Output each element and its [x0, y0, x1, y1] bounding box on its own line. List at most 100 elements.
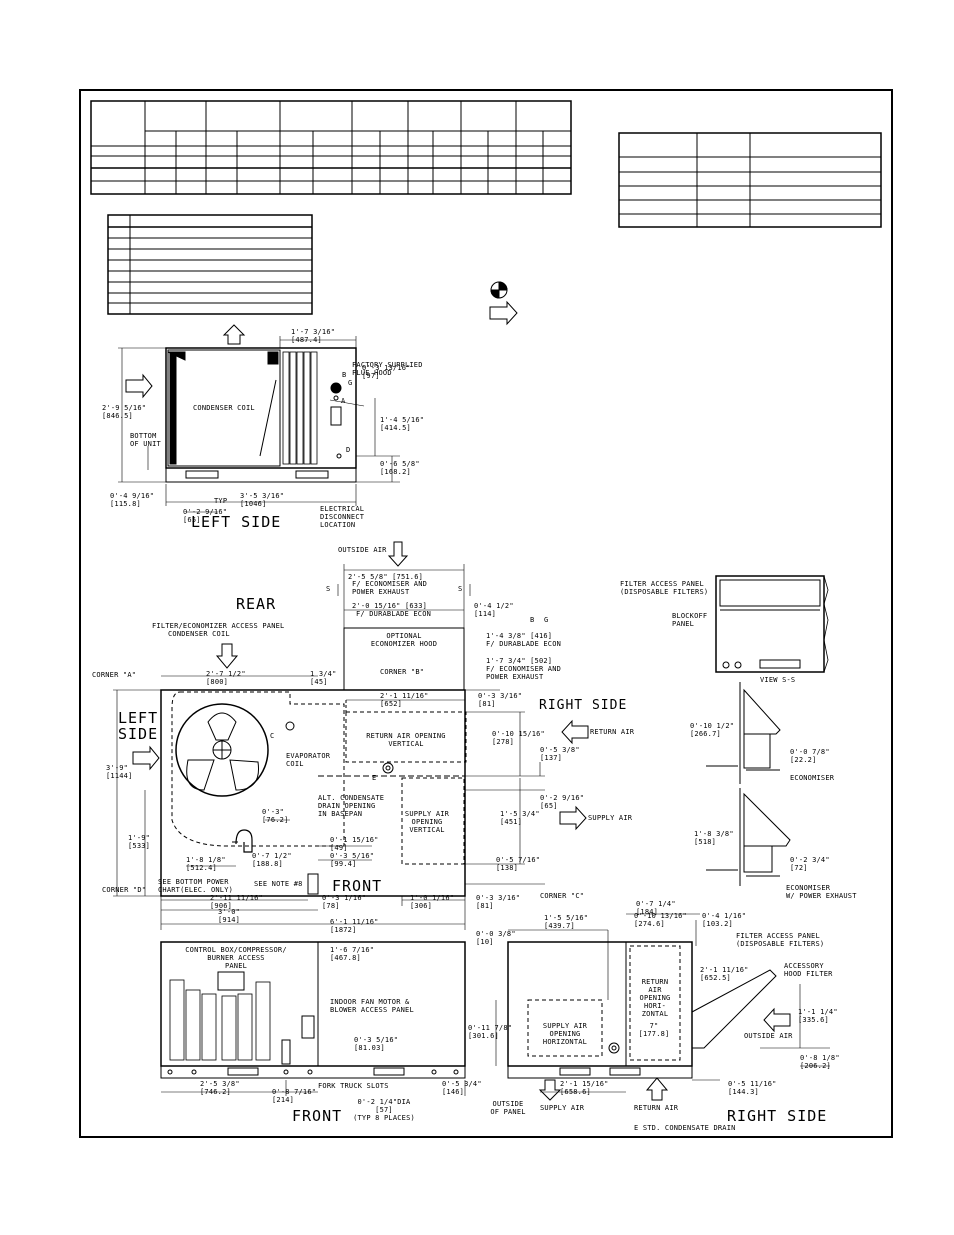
- plan-condenser-arrow: [215, 643, 239, 669]
- optional-econ-hood: OPTIONAL ECONOMIZER HOOD: [370, 632, 438, 648]
- section-s-left: S: [326, 585, 331, 593]
- filter-access-panel-label: FILTER ACCESS PANEL (DISPOSABLE FILTERS): [620, 580, 709, 596]
- dim-plan-17: 0'-3 3/16" [81]: [478, 692, 523, 708]
- front-right-dims: [161, 913, 830, 1096]
- dim-plan-22: 0'-5 7/16" [138]: [496, 856, 541, 872]
- supply-air-label: SUPPLY AIR: [588, 814, 633, 822]
- return-air-up-arrow: [645, 1077, 669, 1101]
- dim-plan-14: 2'-7 1/2" [800]: [206, 670, 246, 686]
- control-box-label: CONTROL BOX/COMPRESSOR/ BURNER ACCESS PA…: [185, 946, 287, 970]
- dim-plan-15: 1 3/4" [45]: [310, 670, 337, 686]
- dim-plan-34: 3'-0" [914]: [218, 908, 241, 924]
- dim-plan-23: 3'-9" [1144]: [106, 764, 133, 780]
- flue-hood-label: FACTORY SUPPLIED FLUE HOOD: [352, 361, 423, 377]
- view-ss: [715, 575, 829, 673]
- rear-title: REAR: [236, 595, 277, 613]
- condenser-coil-rear-label: CONDENSER COIL: [168, 630, 230, 638]
- front-title: FRONT: [292, 1107, 343, 1125]
- point-d: D: [346, 446, 351, 454]
- std-condensate-label: E STD. CONDENSATE DRAIN: [634, 1124, 736, 1132]
- drawing-frame: [79, 89, 893, 1138]
- point-a: A: [341, 397, 346, 405]
- fork-truck-label: FORK TRUCK SLOTS: [318, 1082, 389, 1090]
- supply-air-down-arrow: [538, 1079, 562, 1101]
- dim-right-52: 0'-5 11/16" [144.3]: [728, 1080, 777, 1096]
- supply-air-vertical-label: SUPPLY AIR OPENING VERTICAL: [404, 810, 450, 834]
- hood-filter-arrow: [763, 1007, 791, 1033]
- see-note-8-label: SEE NOTE #8: [254, 880, 303, 888]
- outside-air-label: OUTSIDE AIR: [338, 546, 387, 554]
- dim-econ-55: 1'-8 3/8" [518]: [694, 830, 734, 846]
- front-plan-title: FRONT: [332, 877, 383, 895]
- dim-left-4: 1'-4 5/16" [414.5]: [380, 416, 425, 432]
- legend-table: [107, 214, 313, 315]
- dim-right-48: 0'-11 7/8" [301.6]: [468, 1024, 513, 1040]
- dim-left-7: 3'-5 3/16" [1046]: [240, 492, 285, 508]
- dia-label: 0'-2 1/4"DIA [57] (TYP 8 PLACES): [353, 1098, 415, 1122]
- right-side-title: RIGHT SIDE: [727, 1107, 828, 1125]
- dim-right-42: 1'-5 5/16" [439.7]: [544, 914, 589, 930]
- corner-c-label: CORNER "C": [540, 892, 585, 900]
- point-b2: B: [530, 616, 535, 624]
- econ-power-label: F/ ECONOMISER AND POWER EXHAUST: [352, 580, 428, 596]
- bottom-of-unit-label: BOTTOM OF UNIT: [130, 432, 161, 448]
- dim-plan-24: 1'-9" [533]: [128, 834, 151, 850]
- dim-left-8: 0'-2 9/16" [65]: [183, 508, 228, 524]
- dim-econ-53: 0'-10 1/2" [266.7]: [690, 722, 735, 738]
- spec-table-top-left: [90, 100, 572, 195]
- cog-symbol: [490, 281, 508, 299]
- point-b: B: [342, 371, 347, 379]
- economiser-detail: [706, 682, 791, 886]
- dim-plan-25: 0'-3" [76.2]: [262, 808, 289, 824]
- dim-right-43: 0'-7 1/4" [184]: [636, 900, 676, 916]
- dim-plan-30: 0'-3 1/16" [78]: [322, 894, 367, 910]
- dim-plan-19: 0'-5 3/8" [137]: [540, 746, 580, 762]
- left-side-in-arrow: [125, 373, 153, 399]
- dim-plan-10: 2'-0 15/16" [633]: [352, 602, 428, 610]
- dim-econ-54: 0'-0 7/8" [22.2]: [790, 748, 830, 764]
- alt-condensate-label: ALT. CONDENSATE DRAIN OPENING IN BASEPAN: [318, 794, 385, 818]
- return-air-label-2: RETURN AIR: [634, 1104, 679, 1112]
- plan-dims: [113, 564, 545, 930]
- outside-air-label-2: OUTSIDE AIR: [744, 1032, 793, 1040]
- dim-plan-33: 2'-11 11/16" [906]: [210, 894, 263, 910]
- filter-access-panel-label-2: FILTER ACCESS PANEL (DISPOSABLE FILTERS): [736, 932, 825, 948]
- dim-right-46: 2'-1 11/16" [652.5]: [700, 966, 749, 982]
- spec-table-top-right: [618, 132, 882, 228]
- left-side-view: [165, 347, 357, 483]
- indoor-fan-label: INDOOR FAN MOTOR & BLOWER ACCESS PANEL: [330, 998, 414, 1014]
- supply-air-label-2: SUPPLY AIR: [540, 1104, 585, 1112]
- view-ss-label: VIEW S-S: [760, 676, 796, 684]
- dim-right-50: 0'-8 1/8" [206.2]: [800, 1054, 840, 1070]
- dim-plan-32: 0'-3 3/16" [81]: [476, 894, 521, 910]
- dim-plan-9: 2'-5 5/8" [751.6]: [348, 573, 424, 581]
- supply-air-horiz-label: SUPPLY AIR OPENING HORIZONTAL: [542, 1022, 588, 1046]
- typ-label: TYP: [214, 497, 228, 505]
- dim-plan-21: 1'-5 3/4" [451]: [500, 810, 540, 826]
- return-air-vertical-label: RETURN AIR OPENING VERTICAL: [366, 732, 446, 748]
- plan-view: [160, 627, 467, 897]
- dim-right-47: 1'-1 1/4" [335.6]: [798, 1008, 838, 1024]
- dim-econ-56: 0'-2 3/4" [72]: [790, 856, 830, 872]
- section-s-right: S: [458, 585, 463, 593]
- plan-left-arrow: [132, 745, 160, 771]
- corner-b-label: CORNER "B": [380, 668, 425, 676]
- point-e: E: [372, 774, 377, 782]
- right-side-view: [507, 941, 777, 1079]
- evaporator-coil-label: EVAPORATOR COIL: [286, 752, 331, 768]
- dim-front-39: 0'-8 7/16" [214]: [272, 1088, 317, 1104]
- left-side-up-arrow: [222, 324, 246, 345]
- return-air-horiz-label: RETURN AIR OPENING HORI- ZONTAL: [639, 978, 671, 1018]
- electrical-disconnect-label: ELECTRICAL DISCONNECT LOCATION: [320, 505, 365, 529]
- durablade-label: F/ DURABLADE ECON: [356, 610, 432, 618]
- econ-power-label-2: F/ ECONOMISER AND POWER EXHAUST: [486, 665, 562, 681]
- durablade-label-2: F/ DURABLADE ECON: [486, 640, 562, 648]
- dim-right-51: 2'-1 15/16" [658.6]: [560, 1080, 609, 1096]
- corner-a-label: CORNER "A": [92, 671, 137, 679]
- left-side-title: LEFT SIDE: [191, 513, 282, 531]
- dim-right-45: 0'-4 1/16" [103.2]: [702, 912, 747, 928]
- return-air-arrow: [561, 719, 589, 745]
- dim-plan-11: 0'-4 1/2" [114]: [474, 602, 514, 618]
- left-side-plan-title: LEFT SIDE: [118, 709, 159, 743]
